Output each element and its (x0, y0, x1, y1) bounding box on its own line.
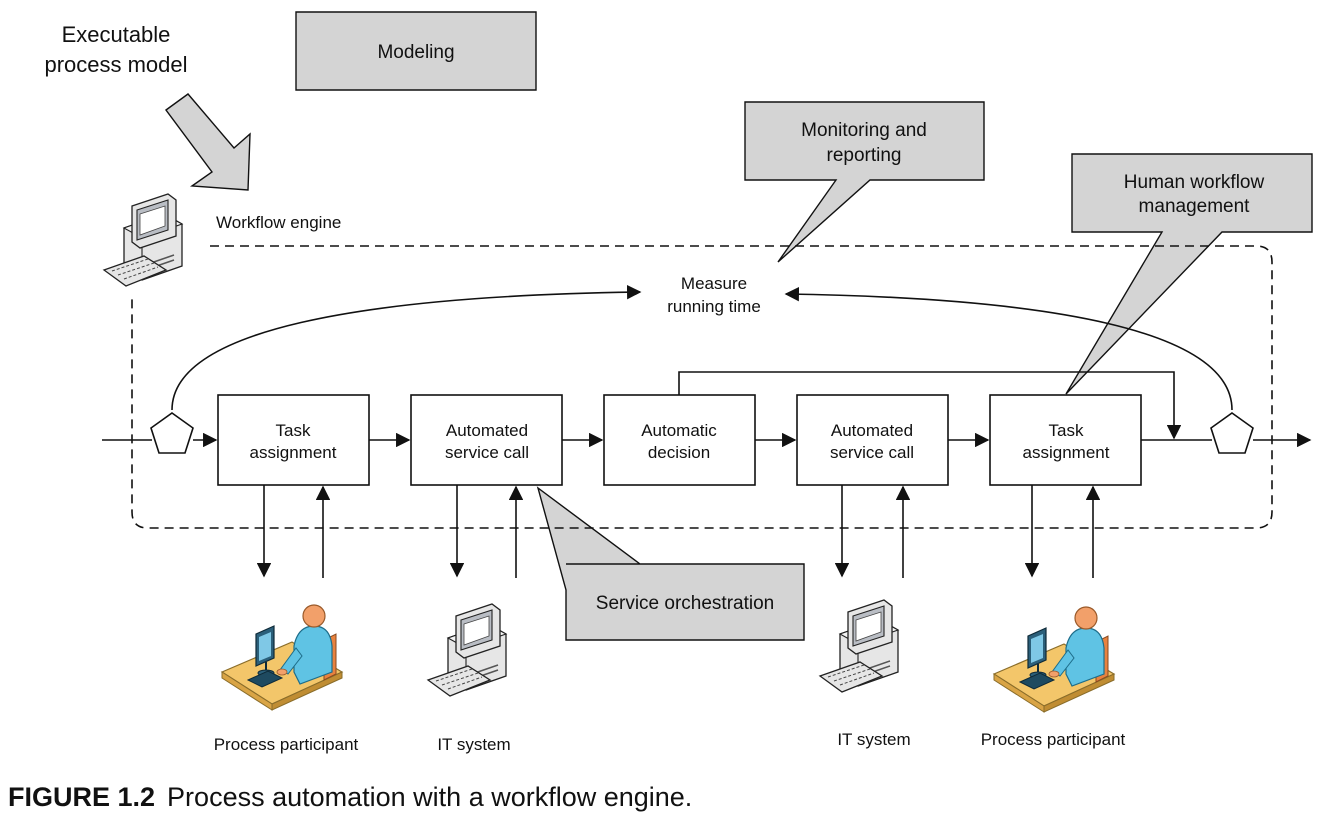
activity-task-assignment-1: Task assignment (217, 394, 370, 486)
svg-text:decision: decision (648, 443, 710, 462)
human-workflow-callout-label-line1: Human workflow (1124, 172, 1265, 193)
service-orchestration-callout: Service orchestration (536, 486, 805, 641)
svg-text:Task: Task (1049, 421, 1084, 440)
human-workflow-callout-label-line2: management (1139, 196, 1251, 217)
it-system-computer-icon (819, 599, 899, 693)
svg-text:service call: service call (445, 443, 529, 462)
figure-caption: FIGURE 1.2 Process automation with a work… (8, 782, 692, 812)
figure-number: FIGURE 1.2 (8, 782, 155, 812)
activity-automated-service-call-1: Automated service call (410, 394, 563, 486)
svg-text:assignment: assignment (250, 443, 337, 462)
it-system-label-1: IT system (437, 735, 510, 754)
start-event-pentagon-icon (150, 412, 194, 454)
monitoring-callout-label-line1: Monitoring and (801, 120, 927, 141)
modeling-callout-label: Modeling (377, 42, 454, 63)
end-event-pentagon-icon (1210, 412, 1254, 454)
monitoring-callout: Monitoring and reporting (744, 101, 985, 263)
executable-model-label-line1: Executable (62, 22, 171, 47)
it-system-label-2: IT system (837, 730, 910, 749)
svg-text:service call: service call (830, 443, 914, 462)
big-arrow-icon (165, 93, 251, 191)
workflow-engine-label: Workflow engine (216, 213, 341, 232)
figure-caption-text: Process automation with a workflow engin… (167, 782, 692, 812)
workflow-engine-boundary (131, 245, 1273, 529)
measure-label-line2: running time (667, 297, 761, 316)
activity-automated-service-call-2: Automated service call (796, 394, 949, 486)
person-at-desk-icon (993, 606, 1115, 713)
executable-model-label-line2: process model (44, 52, 187, 77)
it-system-computer-icon (427, 603, 507, 697)
svg-text:assignment: assignment (1023, 443, 1110, 462)
measure-label-line1: Measure (681, 274, 747, 293)
decision-bypass-arrow (678, 371, 1182, 440)
workflow-engine-computer-icon (103, 193, 183, 287)
activity-task-assignment-2: Task assignment (989, 394, 1142, 486)
activity-automatic-decision: Automatic decision (603, 394, 756, 486)
participant-label-2: Process participant (981, 730, 1126, 749)
service-orchestration-callout-label: Service orchestration (596, 593, 774, 614)
svg-text:Task: Task (276, 421, 311, 440)
measure-end-arc (784, 286, 1233, 411)
monitoring-callout-label-line2: reporting (827, 145, 902, 166)
svg-text:Automated: Automated (446, 421, 528, 440)
participant-label-1: Process participant (214, 735, 359, 754)
person-at-desk-icon (221, 604, 343, 711)
svg-text:Automatic: Automatic (641, 421, 717, 440)
measure-start-arc (171, 284, 642, 411)
human-workflow-callout: Human workflow management (1065, 153, 1313, 395)
svg-text:Automated: Automated (831, 421, 913, 440)
modeling-callout: Modeling (295, 11, 537, 91)
